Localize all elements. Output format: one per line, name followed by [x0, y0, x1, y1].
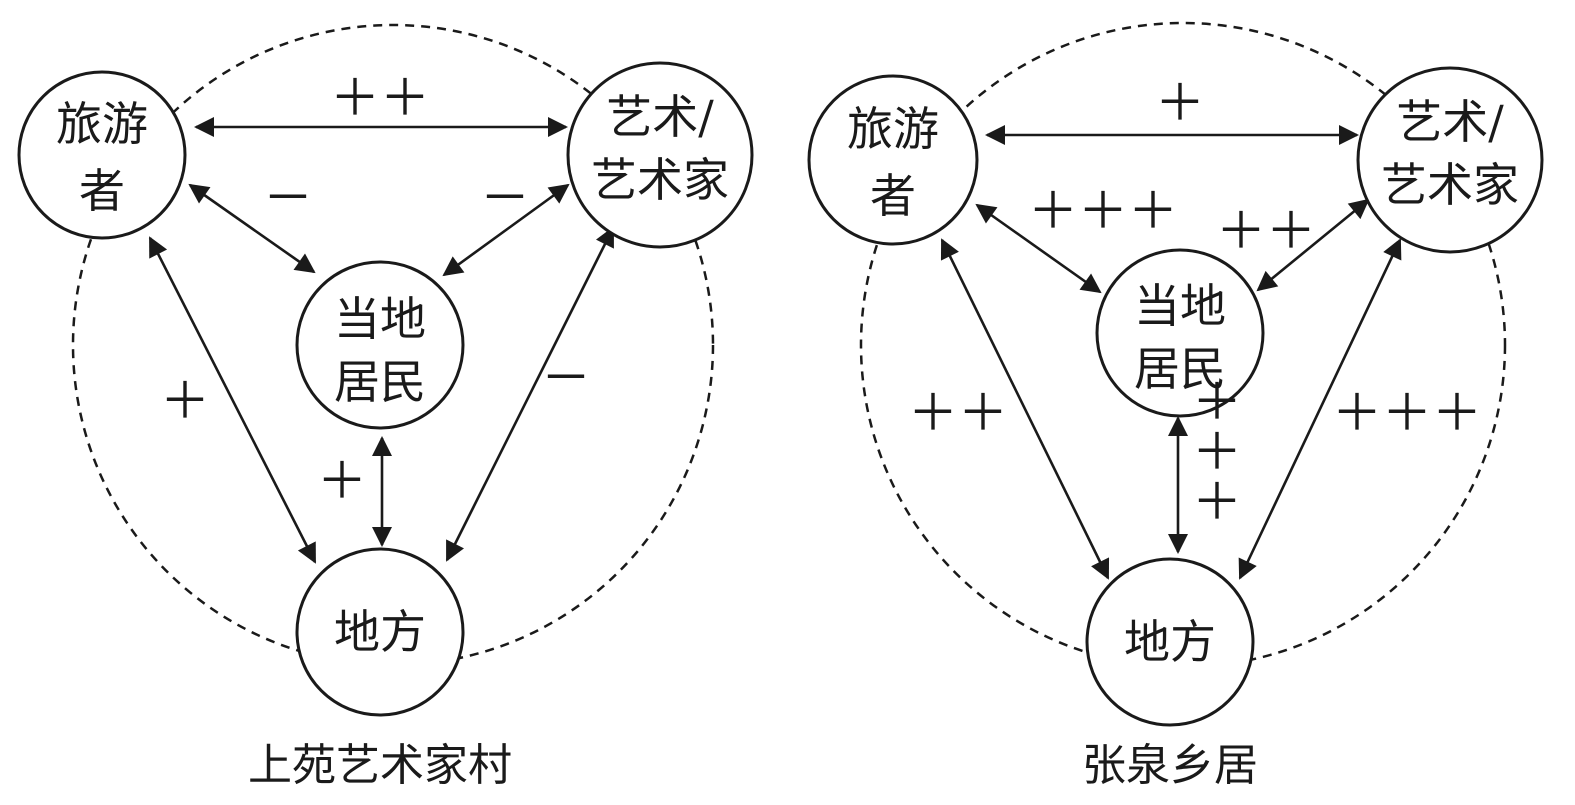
- node-tourist-line2: 者: [870, 169, 916, 223]
- node-place: 地方: [1085, 557, 1255, 727]
- node-artist: 艺术/ 艺术家: [566, 61, 754, 249]
- diagram-caption: 张泉乡居: [1082, 740, 1258, 791]
- node-artist-line2: 艺术家: [591, 153, 729, 207]
- label-tourist-artist: ＋: [1155, 74, 1205, 132]
- edge-tourist-place: [940, 238, 1110, 580]
- label-artist-place: －: [541, 349, 591, 407]
- label-resident-place: ＋: [317, 452, 367, 510]
- node-place: 地方: [295, 547, 465, 717]
- label-artist-place: ＋＋＋: [1332, 384, 1482, 442]
- node-artist-line1: 艺术/: [606, 90, 714, 144]
- label-artist-resident: －: [480, 169, 530, 227]
- node-tourist-line1: 旅游: [847, 102, 939, 156]
- label-tourist-resident: ＋＋＋: [1028, 182, 1178, 240]
- node-place-line1: 地方: [334, 605, 426, 659]
- node-resident-line2: 居民: [334, 355, 426, 409]
- label-resident-place: ＋＋＋: [1184, 375, 1242, 525]
- node-resident: 当地 居民: [1095, 248, 1265, 418]
- node-tourist-line1: 旅游: [56, 97, 148, 151]
- node-artist-line2: 艺术家: [1381, 158, 1519, 212]
- node-resident-line2: 居民: [1134, 342, 1226, 396]
- node-tourist: 旅游 者: [17, 70, 187, 240]
- edge-artist-place: [1238, 238, 1402, 580]
- label-tourist-artist: ＋＋: [330, 69, 430, 127]
- diagram-caption: 上苑艺术家村: [248, 740, 512, 791]
- edge-tourist-place: [148, 236, 317, 564]
- node-artist-line1: 艺术/: [1396, 95, 1504, 149]
- diagram-shangyuan: 旅游 者 艺术/ 艺术家 当地 居民 地方 ＋＋ － － ＋ － ＋ 上苑艺术家…: [17, 23, 754, 791]
- node-resident: 当地 居民: [295, 260, 465, 430]
- diagram-zhangquan: 旅游 者 艺术/ 艺术家 当地 居民 地方 ＋ ＋＋＋ ＋＋ ＋＋ ＋＋＋ ＋＋…: [807, 21, 1544, 791]
- node-artist: 艺术/ 艺术家: [1356, 66, 1544, 254]
- label-tourist-resident: －: [263, 169, 313, 227]
- node-resident-line1: 当地: [334, 292, 426, 346]
- node-resident-line1: 当地: [1134, 279, 1226, 333]
- edge-artist-place: [445, 226, 615, 562]
- outer-dashed-ring: [859, 21, 1507, 669]
- label-tourist-place: ＋＋: [908, 384, 1008, 442]
- label-tourist-place: ＋: [160, 372, 210, 430]
- node-tourist: 旅游 者: [807, 74, 979, 246]
- node-place-line1: 地方: [1124, 615, 1216, 669]
- node-tourist-line2: 者: [79, 164, 125, 218]
- label-artist-resident: ＋＋: [1216, 202, 1316, 260]
